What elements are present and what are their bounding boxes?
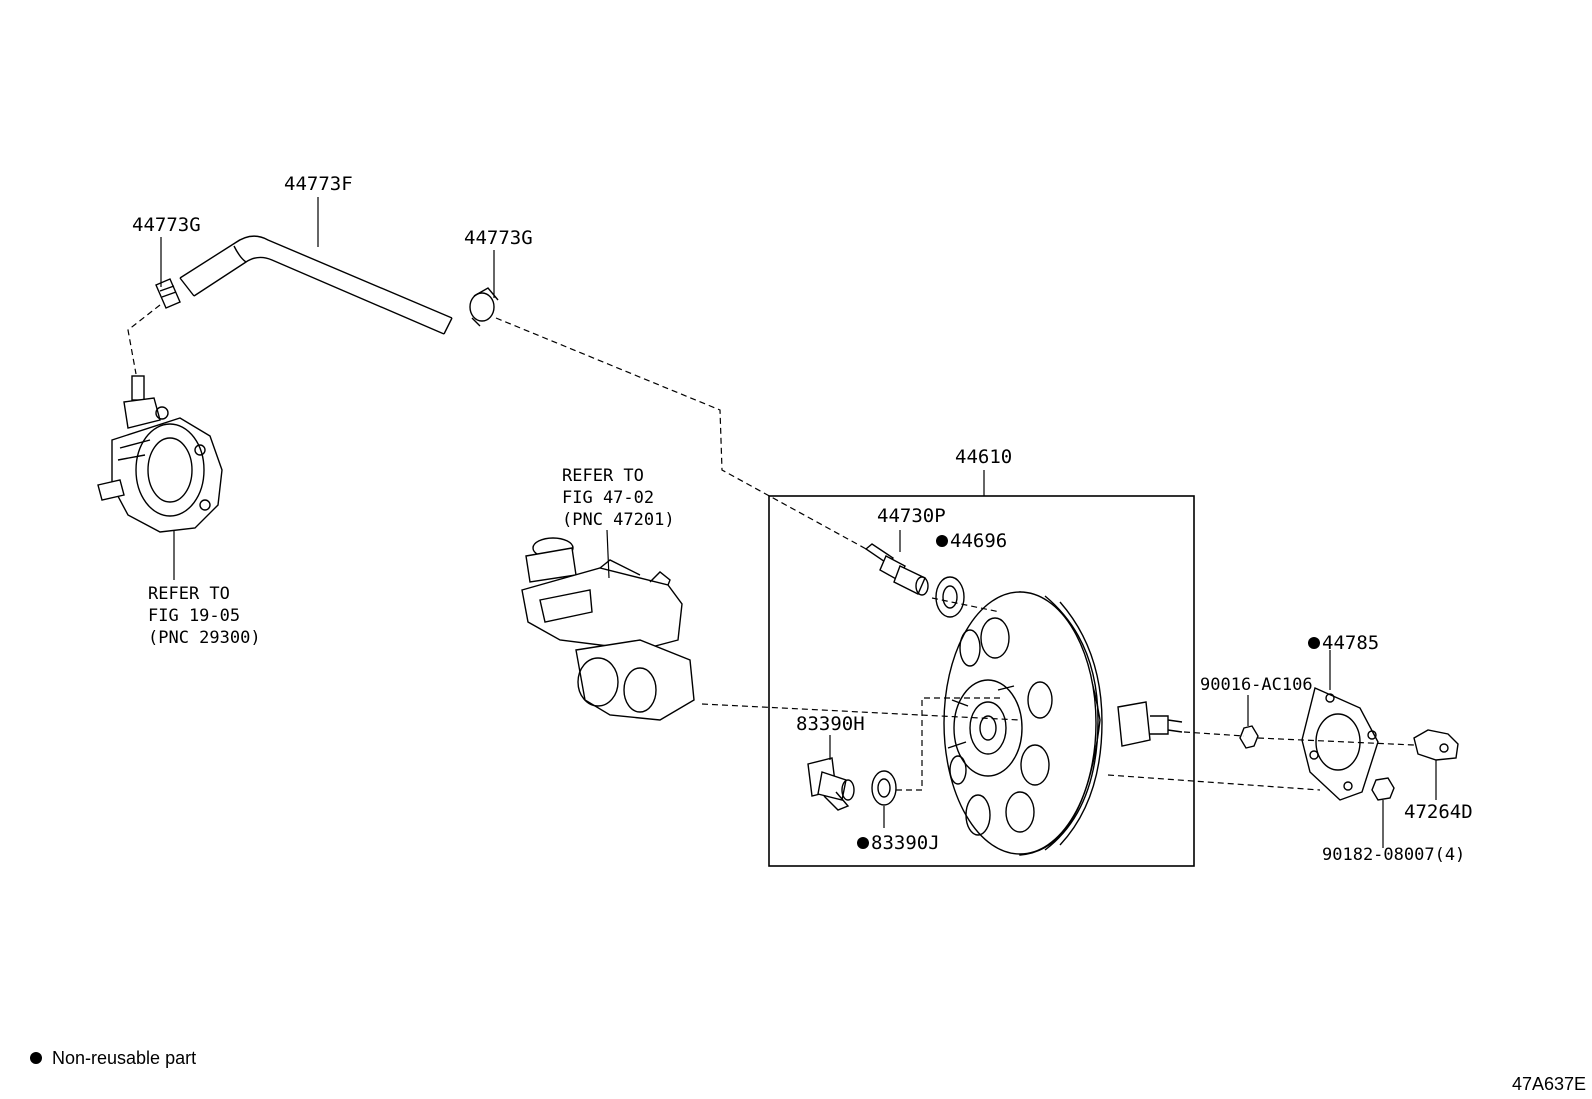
grommet [935, 576, 965, 618]
label-44773g-right: 44773G [464, 227, 533, 249]
label-44785: 44785 [1322, 632, 1379, 654]
vacuum-pump [97, 375, 223, 533]
vacuum-hose [179, 235, 453, 335]
hose-clip-left [155, 278, 181, 309]
label-44730p: 44730P [877, 505, 946, 527]
vacuum-sensor [807, 757, 855, 811]
ref-mc-line1: REFER TO [562, 466, 644, 486]
booster-group-frame [768, 495, 1195, 867]
ref-mc-line3: (PNC 47201) [562, 510, 675, 530]
nut-bottom [1371, 777, 1395, 801]
nut-top [1239, 725, 1259, 749]
legend-dot [30, 1052, 42, 1064]
figure-code: 47A637E [1512, 1074, 1586, 1094]
non-reusable-dot [857, 837, 869, 849]
sensor-seal [871, 770, 897, 806]
label-83390j: 83390J [871, 832, 940, 854]
label-83390h: 83390H [796, 713, 865, 735]
booster-bracket [1413, 729, 1459, 761]
legend-text: Non-reusable part [52, 1048, 196, 1068]
non-reusable-dot [936, 535, 948, 547]
ref-pump-line3: (PNC 29300) [148, 628, 261, 648]
label-44773f: 44773F [284, 173, 353, 195]
assembly-dashed-lines [127, 304, 1415, 791]
hose-clip-right [469, 287, 499, 327]
label-90016-ac106: 90016-AC106 [1200, 675, 1313, 695]
label-44610: 44610 [955, 446, 1012, 468]
non-reusable-dot [1308, 637, 1320, 649]
label-44773g-left: 44773G [132, 214, 201, 236]
label-44696: 44696 [950, 530, 1007, 552]
check-valve [864, 543, 929, 596]
brake-booster [943, 591, 1183, 856]
master-cylinder [521, 537, 695, 721]
ref-pump-line2: FIG 19-05 [148, 606, 240, 626]
label-47264d: 47264D [1404, 801, 1473, 823]
ref-mc-line2: FIG 47-02 [562, 488, 654, 508]
label-90182-08007: 90182-08007(4) [1322, 845, 1465, 865]
booster-gasket [1301, 687, 1379, 801]
leader-lines [160, 197, 1437, 848]
ref-pump-line1: REFER TO [148, 584, 230, 604]
